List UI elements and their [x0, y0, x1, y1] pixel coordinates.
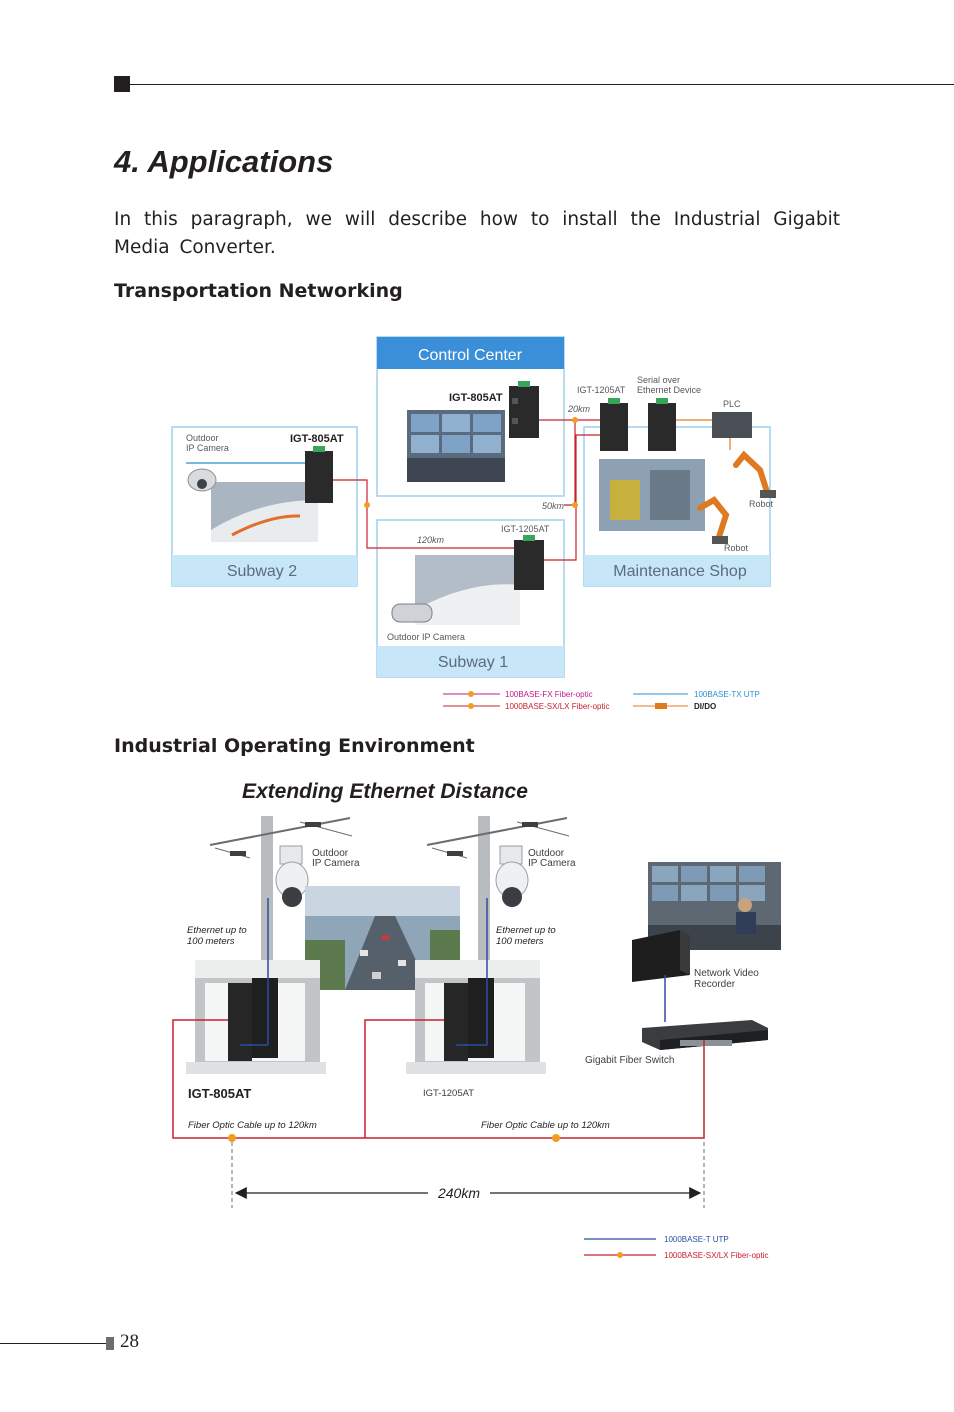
svg-text:100BASE-TX UTP: 100BASE-TX UTP [694, 690, 760, 699]
footer-marker [106, 1337, 114, 1350]
cc-device-label: IGT-805AT [449, 392, 503, 404]
svg-text:1000BASE-SX/LX Fiber-optic: 1000BASE-SX/LX Fiber-optic [505, 702, 610, 711]
svg-text:Fiber Optic Cable up to 120km: Fiber Optic Cable up to 120km [481, 1120, 610, 1131]
svg-text:IGT-1205AT: IGT-1205AT [501, 524, 550, 534]
svg-text:Outdoor: Outdoor [186, 433, 219, 443]
converter-device [305, 451, 333, 503]
svg-text:Outdoor: Outdoor [528, 848, 565, 859]
svg-text:Ethernet up to: Ethernet up to [496, 925, 556, 936]
industrial-legend: 1000BASE-T UTP 1000BASE-SX/LX Fiber-opti… [584, 1235, 769, 1260]
svg-text:Ethernet up to: Ethernet up to [187, 925, 247, 936]
nvr-device [632, 930, 690, 982]
converter-device [228, 983, 252, 1061]
industrial-heading: Industrial Operating Environment [114, 735, 475, 757]
industrial-diagram: Extending Ethernet Distance Outdoor IP C… [172, 780, 781, 1260]
transport-diagram: Control Center IGT-805AT Subway 2 Outdoo… [171, 336, 776, 711]
device-label-1: IGT-805AT [188, 1086, 251, 1101]
page-number: 28 [120, 1331, 139, 1352]
converter-device [509, 386, 539, 438]
transport-links: 50km [186, 417, 731, 561]
subway1-panel: Subway 1 IGT-1205AT 120km Outdoor IP Cam… [376, 519, 565, 678]
transport-legend: 100BASE-FX Fiber-optic 1000BASE-SX/LX Fi… [443, 690, 760, 711]
subway1-label: Subway 1 [438, 654, 508, 671]
svg-text:DI/DO: DI/DO [694, 702, 716, 711]
svg-text:1000BASE-T UTP: 1000BASE-T UTP [664, 1235, 729, 1244]
control-center-panel: Control Center IGT-805AT [376, 336, 565, 497]
maintenance-panel: Maintenance Shop IGT-1205AT Serial over … [567, 375, 776, 587]
subway2-panel: Subway 2 Outdoor IP Camera IGT-805AT [171, 426, 358, 587]
plc-device [712, 412, 752, 438]
svg-text:Serial over: Serial over [637, 375, 680, 385]
cabinet-2 [406, 960, 546, 1074]
svg-text:Outdoor: Outdoor [312, 848, 349, 859]
svg-text:Network Video: Network Video [694, 968, 759, 979]
maintenance-label: Maintenance Shop [613, 563, 747, 580]
svg-text:Recorder: Recorder [694, 979, 736, 990]
intro-paragraph: In this paragraph, we will describe how … [114, 209, 840, 258]
svg-text:Outdoor IP Camera: Outdoor IP Camera [387, 632, 465, 642]
svg-text:100BASE-FX Fiber-optic: 100BASE-FX Fiber-optic [505, 690, 593, 699]
dome-camera-icon [275, 845, 309, 907]
svg-text:IGT-1205AT: IGT-1205AT [577, 385, 626, 395]
bullet-camera-icon [391, 603, 433, 623]
svg-text:Gigabit Fiber Switch: Gigabit Fiber Switch [585, 1055, 674, 1066]
distance-20km: 20km [567, 404, 591, 414]
subway2-label: Subway 2 [227, 563, 297, 580]
svg-text:Robot: Robot [749, 499, 774, 509]
distance-240km: 240km [437, 1185, 480, 1201]
distance-50km: 50km [542, 501, 565, 511]
cabinet-1 [186, 960, 326, 1074]
svg-text:100 meters: 100 meters [187, 936, 235, 947]
fiber-switch-device [642, 1020, 768, 1050]
svg-text:PLC: PLC [723, 399, 741, 409]
dome-camera-icon [495, 845, 529, 907]
svg-text:IP Camera: IP Camera [312, 858, 360, 869]
svg-text:IP Camera: IP Camera [186, 443, 229, 453]
svg-text:IP Camera: IP Camera [528, 858, 576, 869]
utility-pole-1 [209, 816, 353, 966]
converter-device [444, 983, 468, 1061]
device-label-2: IGT-1205AT [423, 1088, 474, 1099]
serial-device [648, 403, 676, 451]
section-title: 4. Applications [114, 144, 334, 179]
header-rule [130, 84, 954, 85]
header-square [114, 76, 130, 92]
svg-text:Fiber Optic Cable up to 120km: Fiber Optic Cable up to 120km [188, 1120, 317, 1131]
distance-120km: 120km [417, 535, 445, 545]
control-center-label: Control Center [418, 347, 523, 364]
svg-text:IGT-805AT: IGT-805AT [290, 433, 344, 445]
svg-text:100 meters: 100 meters [496, 936, 544, 947]
svg-text:Ethernet Device: Ethernet Device [637, 385, 701, 395]
svg-text:1000BASE-SX/LX Fiber-optic: 1000BASE-SX/LX Fiber-optic [664, 1251, 769, 1260]
robot-arm-icon [733, 450, 776, 498]
transport-heading: Transportation Networking [114, 280, 403, 302]
diagram-title: Extending Ethernet Distance [242, 780, 528, 803]
footer-rule [0, 1343, 108, 1344]
converter-device [514, 540, 544, 590]
svg-text:Robot: Robot [724, 543, 749, 553]
converter-device [600, 403, 628, 451]
robot-arm-icon [697, 496, 730, 544]
